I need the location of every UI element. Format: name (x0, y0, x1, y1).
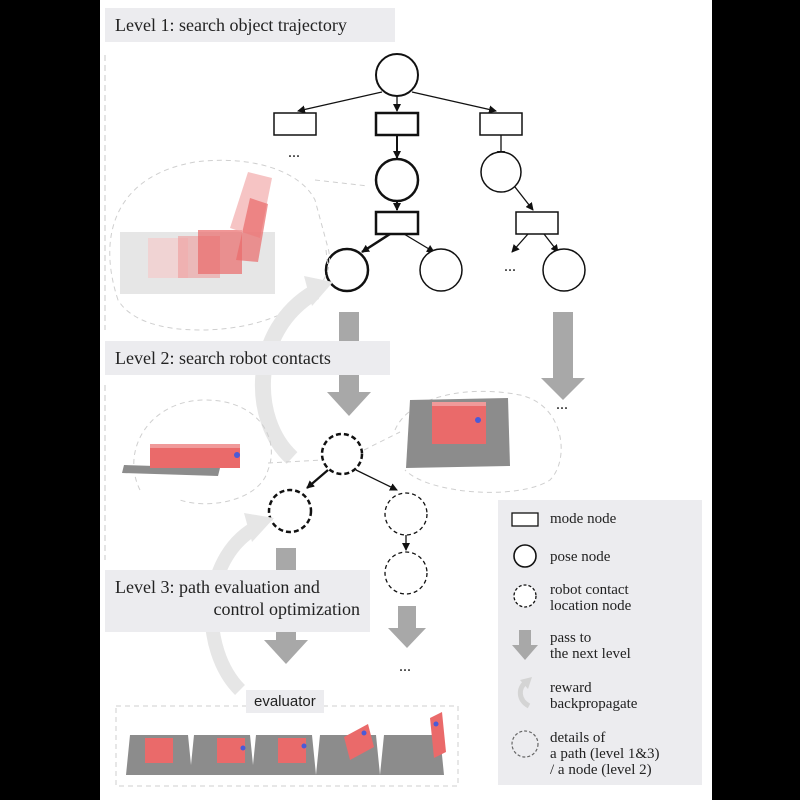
legend-mode-icon (511, 512, 539, 527)
mode-node (374, 111, 420, 137)
legend-details-line3: / a node (level 2) (550, 762, 652, 778)
mode-node (273, 112, 317, 136)
pose-node-root (375, 53, 419, 97)
legend-contact-line2: location node (550, 598, 632, 614)
legend-reward: reward backpropagate (550, 680, 637, 712)
legend-pose-node: pose node (550, 549, 611, 565)
legend-mode-node: mode node (550, 511, 617, 527)
level1-label: Level 1: search object trajectory (105, 8, 395, 42)
legend-details-icon (511, 730, 539, 758)
diagram-graphics (104, 53, 702, 787)
evaluator-label: evaluator (246, 690, 324, 713)
pose-node (419, 248, 463, 292)
level2-detail-left (122, 399, 323, 505)
ellipsis: ... (399, 658, 411, 675)
level3-label: Level 3: path evaluation and control opt… (105, 570, 370, 632)
level1-detail-bubble (109, 159, 369, 331)
legend-pose-icon (513, 544, 537, 568)
legend-reward-line1: reward (550, 680, 592, 696)
legend-details: details of a path (level 1&3) / a node (… (550, 730, 660, 778)
legend-icons (511, 512, 539, 758)
pose-node (324, 247, 370, 293)
pose-node (374, 157, 420, 203)
mode-node (479, 112, 523, 136)
level3-label-line2: control optimization (213, 599, 360, 619)
level1-tree (273, 53, 586, 293)
ellipsis: ... (556, 396, 568, 413)
ellipsis: ... (504, 258, 516, 275)
mode-node (515, 211, 559, 235)
pose-node (480, 151, 522, 193)
legend-pass-line2: the next level (550, 646, 631, 662)
evaluator-panel (115, 705, 459, 787)
level2-detail-right (363, 390, 562, 493)
diagram-canvas: Level 1: search object trajectory Level … (100, 0, 712, 800)
contact-node (320, 432, 364, 476)
reward-arrow-level2 (254, 276, 333, 464)
legend-contact-icon (513, 584, 537, 608)
legend-pass-line1: pass to (550, 630, 592, 646)
legend-details-line2: a path (level 1&3) (550, 746, 660, 762)
contact-node (267, 488, 313, 534)
mode-node (374, 210, 420, 236)
pass-arrow (541, 312, 585, 400)
legend-details-line1: details of (550, 730, 606, 746)
legend-pass: pass to the next level (550, 630, 631, 662)
pose-node (542, 248, 586, 292)
level3-label-line1: Level 3: path evaluation and (115, 577, 320, 597)
contact-node (384, 492, 428, 536)
legend-contact-node: robot contact location node (550, 582, 631, 614)
legend-reward-line2: backpropagate (550, 696, 638, 712)
level2-label: Level 2: search robot contacts (105, 341, 390, 375)
contact-node (384, 551, 428, 595)
pass-arrow (388, 606, 426, 648)
level2-tree (267, 432, 428, 595)
legend-contact-line1: robot contact (550, 582, 629, 598)
ellipsis: ... (288, 144, 300, 161)
legend-pass-icon (512, 630, 538, 660)
